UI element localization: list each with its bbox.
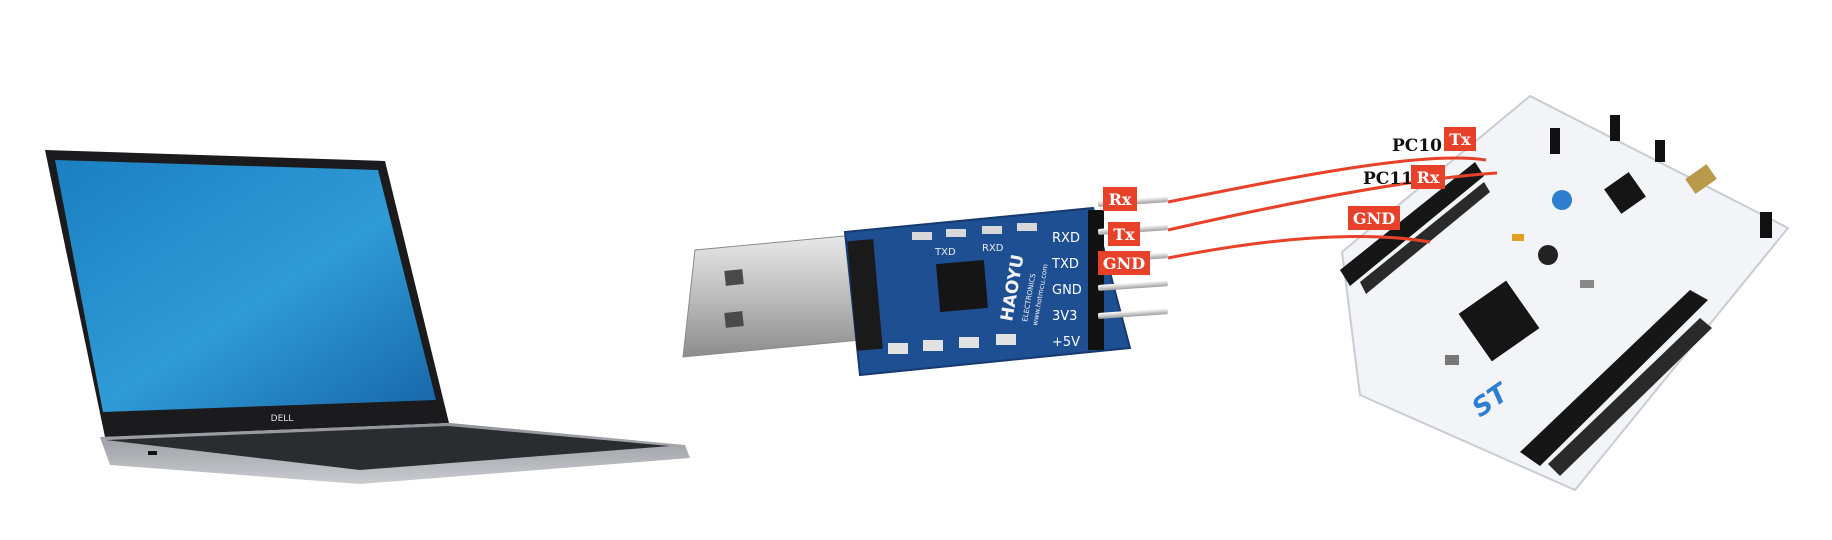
board-header-right [1520, 290, 1708, 466]
wires [1167, 156, 1498, 260]
board-jumper [1655, 140, 1665, 162]
adapter-led-label-txd: TXD [934, 247, 956, 258]
adapter-led [946, 229, 966, 237]
adapter-pin-label-5v: +5V [1052, 335, 1080, 350]
board-tag-tx: Tx [1449, 130, 1471, 149]
adapter-pin [1097, 308, 1168, 319]
board-header-right-inner [1548, 318, 1712, 476]
adapter-tags: Rx Tx GND [1098, 187, 1150, 275]
adapter-pin-label-txd: TXD [1051, 257, 1079, 272]
laptop-usb-port [148, 451, 157, 455]
board-header-left [1340, 162, 1484, 286]
adapter-smd-part [888, 343, 908, 354]
board-jumper [1610, 115, 1620, 141]
tag-gnd: GND [1103, 254, 1145, 273]
board-smd-part [1580, 280, 1594, 288]
board-user-button [1552, 190, 1572, 210]
laptop-keyboard-deck [106, 426, 670, 470]
adapter-pin-label-rxd: RXD [1052, 231, 1080, 246]
board-usb-connector [1685, 164, 1717, 194]
adapter-pin [1097, 280, 1168, 291]
board-reset-button [1538, 245, 1558, 265]
adapter-led [1017, 223, 1037, 231]
adapter-led [912, 232, 932, 240]
board-tag-gnd-bg [1348, 206, 1400, 230]
board-tag-gnd: GND [1353, 209, 1395, 228]
board-smd-part [1445, 355, 1459, 365]
board-mcu-chip [1458, 280, 1540, 362]
tag-rx-bg [1103, 187, 1137, 211]
adapter-led-label-rxd: RXD [982, 243, 1004, 254]
wire-tx-to-rx [1167, 171, 1498, 232]
board-pin-pc10: PC10 [1392, 136, 1442, 156]
board-jumper [1760, 212, 1772, 238]
adapter-pin-label-3v3: 3V3 [1052, 309, 1077, 324]
board-header-left-inner [1360, 182, 1490, 294]
tag-tx-bg [1108, 222, 1140, 246]
usb-plug-hole [724, 311, 744, 328]
board-tag-tx-bg [1444, 127, 1476, 151]
adapter-chip [935, 259, 989, 313]
board-pin-pc11: PC11 [1363, 169, 1413, 189]
laptop-brand-logo: DELL [271, 414, 294, 424]
usb-plug-hole [724, 269, 744, 286]
laptop-screen [55, 160, 436, 412]
adapter-smd-part [959, 337, 979, 348]
tag-tx: Tx [1113, 225, 1135, 244]
adapter-smd-part [996, 334, 1016, 345]
adapter-connector-block [847, 239, 883, 351]
board-smd-part [1512, 234, 1524, 241]
tag-gnd-bg [1098, 251, 1150, 275]
laptop: DELL [45, 150, 690, 484]
board-tags: PC10 Tx PC11 Rx GND [1348, 127, 1476, 230]
wire-rx-to-tx [1167, 156, 1487, 204]
board-tag-rx: Rx [1417, 168, 1440, 187]
wire-gnd-to-gnd [1167, 234, 1431, 260]
nucleo-board: ST [1340, 94, 1790, 492]
board-stlink-chip [1604, 172, 1646, 214]
usb-plug [682, 234, 861, 358]
adapter-pin-label-gnd: GND [1052, 283, 1082, 298]
tag-rx: Rx [1109, 190, 1132, 209]
adapter-smd-part [923, 340, 943, 351]
adapter-led [982, 226, 1002, 234]
board-jumper [1550, 128, 1560, 154]
board-tag-rx-bg [1411, 165, 1445, 189]
usb-uart-adapter: TXD RXD HAOYU ELECTRONICS www.hotmcu.com… [682, 196, 1168, 377]
